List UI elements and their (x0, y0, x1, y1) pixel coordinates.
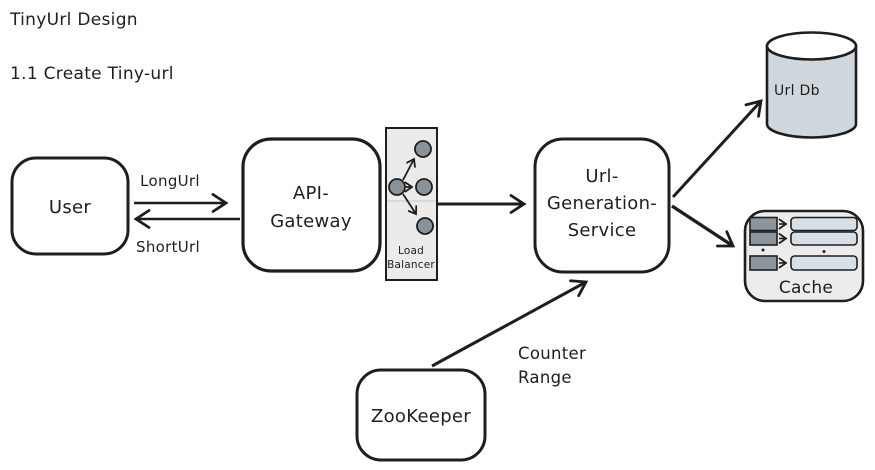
api-gateway-label-line1: API- (293, 183, 329, 204)
node-api-gateway: API- Gateway (241, 137, 382, 273)
node-url-db: Url Db (765, 31, 858, 139)
cache-row-2 (749, 231, 858, 246)
node-zookeeper: ZooKeeper (355, 368, 487, 462)
edge-label-shorturl: ShortUrl (136, 238, 200, 256)
service-label-line1: Url- (585, 166, 618, 187)
user-box (10, 156, 130, 256)
node-cache: Cache (743, 209, 865, 303)
user-label: User (49, 197, 92, 218)
service-label-line2: Generation- (547, 193, 657, 214)
service-label-line3: Service (568, 220, 637, 241)
edge-zookeeper-to-service (431, 279, 589, 368)
cache-row-3 (749, 255, 858, 271)
zookeeper-box (355, 368, 487, 462)
edge-service-to-cache (671, 204, 736, 248)
node-url-generation-service: Url- Generation- Service (533, 137, 671, 274)
zookeeper-label: ZooKeeper (371, 406, 471, 427)
api-gateway-box (241, 137, 382, 273)
url-db-cylinder-top (765, 31, 858, 61)
edge-label-range: Range (518, 368, 572, 387)
edge-label-longurl: LongUrl (140, 172, 200, 190)
load-balancer-label-line2: Balancer (387, 259, 435, 271)
url-generation-service-box (533, 137, 671, 274)
edge-service-to-urldb (671, 99, 763, 199)
edge-label-counter: Counter (518, 344, 586, 363)
load-balancer-label-line1: Load (398, 245, 424, 257)
url-db-cylinder-body (765, 44, 858, 139)
page-subtitle: 1.1 Create Tiny-url (10, 64, 174, 84)
edges-layer (133, 99, 763, 368)
load-balancer-fanout-icon (388, 140, 434, 235)
cache-row-1 (749, 216, 858, 232)
cache-ellipsis-dots (761, 248, 826, 253)
api-gateway-label-line2: Gateway (270, 211, 352, 232)
url-db-label: Url Db (774, 83, 820, 99)
node-load-balancer: Load Balancer (385, 127, 438, 281)
page-title: TinyUrl Design (9, 10, 138, 30)
cache-label: Cache (779, 278, 833, 298)
node-user: User (10, 156, 130, 256)
